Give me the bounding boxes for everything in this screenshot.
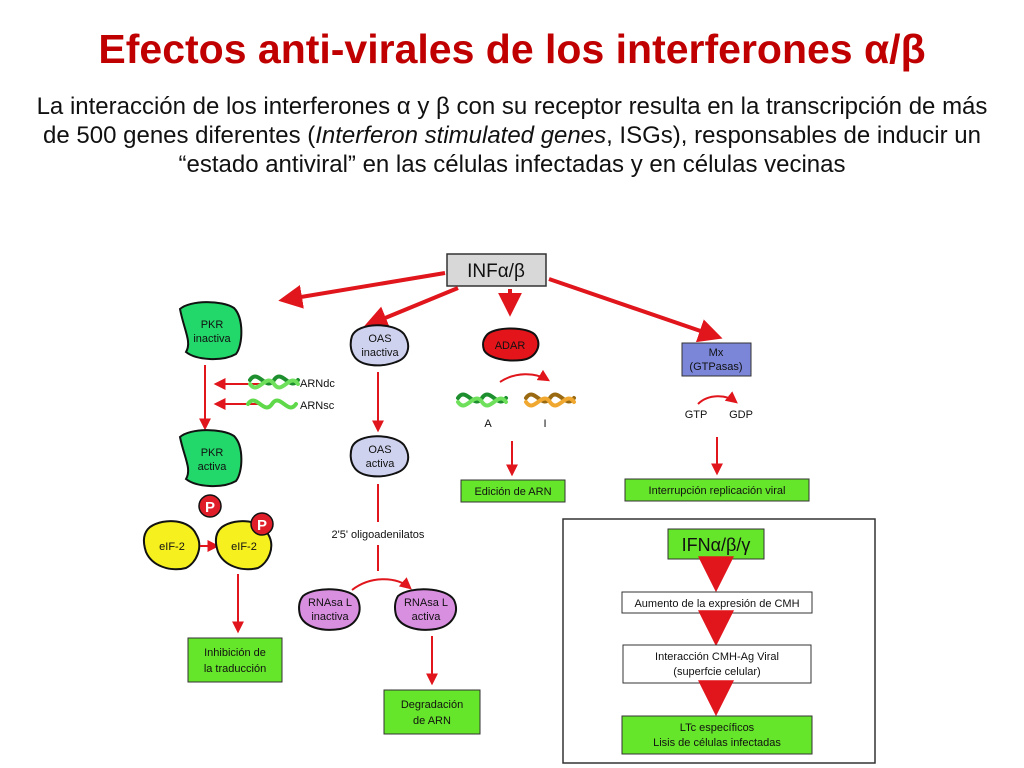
inhibicion-line2: la traducción [204, 663, 266, 675]
phospho-1-label: P [205, 499, 215, 516]
rnasa-active-line2: activa [412, 611, 442, 623]
degradacion-line1: Degradación [401, 699, 463, 711]
phospho-2-label: P [257, 517, 267, 534]
arndc-label: ARNdc [300, 378, 335, 390]
degradacion-box: Degradación de ARN [383, 689, 481, 735]
ltc-line2: Lisis de células infectadas [653, 737, 781, 749]
eif2-left-label: eIF-2 [159, 541, 185, 553]
ifn-panel: IFNα/β/γ Aumento de la expresión de CMH … [562, 518, 876, 764]
interaccion-line1: Interacción CMH-Ag Viral [655, 651, 779, 663]
aumento-label: Aumento de la expresión de CMH [634, 598, 799, 610]
subtitle-text-1: La interacción de los interferones α y β… [36, 93, 988, 149]
eif2-right-label: eIF-2 [231, 541, 257, 553]
oas-inactive-line2: inactiva [361, 347, 399, 359]
inhibicion-line1: Inhibición de [204, 647, 266, 659]
arrow-rnasa-activation [351, 577, 412, 591]
pkr-active-line2: activa [198, 461, 228, 473]
pkr-inactive-node: PKR inactiva [178, 301, 243, 360]
mx-line1: Mx [709, 347, 724, 359]
inf-top-node: INFα/β [446, 253, 547, 287]
oas-inactive-node: OAS inactiva [349, 324, 410, 367]
arndc-helix-icon [248, 374, 300, 390]
interrupcion-label: Interrupción replicación viral [649, 485, 786, 497]
ifn-header-label: IFNα/β/γ [682, 535, 751, 555]
rna-a-helix-icon [456, 392, 508, 408]
edicion-box: Edición de ARN [460, 479, 566, 503]
ltc-box [621, 715, 813, 755]
oas-active-line2: activa [366, 458, 396, 470]
rnasa-inactive-line2: inactiva [311, 611, 349, 623]
rnasa-active-node: RNAsa L activa [393, 588, 457, 631]
slide-title: Efectos anti-virales de los interferones… [98, 26, 926, 72]
edicion-label: Edición de ARN [474, 486, 551, 498]
gdp-label: GDP [729, 409, 753, 421]
degradacion-line2: de ARN [413, 715, 451, 727]
ifn-header-box [667, 528, 765, 560]
oas-active-line1: OAS [368, 444, 391, 456]
top-arrows [278, 271, 723, 343]
pkr-inactive-line2: inactiva [193, 333, 231, 345]
oas-inactive-line1: OAS [368, 333, 391, 345]
interrupcion-box: Interrupción replicación viral [624, 478, 810, 502]
inf-top-label: INFα/β [467, 261, 525, 282]
rna-i-helix-icon [524, 392, 576, 408]
phospho-1-icon: P [198, 494, 222, 518]
pkr-active-node: PKR activa [178, 429, 243, 487]
interaccion-line2: (superfcie celular) [673, 666, 760, 678]
arrow-to-oas [363, 286, 459, 329]
adar-label: ADAR [495, 340, 526, 352]
arrow-to-mx [548, 277, 723, 343]
pkr-inactive-line1: PKR [201, 319, 224, 331]
label-a: A [484, 418, 492, 430]
oas-active-node: OAS activa [349, 435, 410, 478]
phospho-2-icon: P [250, 512, 274, 536]
gtp-label: GTP [685, 409, 708, 421]
label-i: I [543, 418, 546, 430]
subtitle-text-2: , ISGs), responsables de inducir un “est… [178, 122, 981, 178]
arnsc-wave-icon [246, 398, 298, 410]
mx-line2: (GTPasas) [689, 361, 742, 373]
slide-subtitle: La interacción de los interferones α y β… [30, 92, 994, 179]
ltc-line1: LTc específicos [680, 722, 755, 734]
mx-node: Mx (GTPasas) [681, 342, 752, 377]
oligo-label: 2'5' oligoadenilatos [332, 529, 425, 541]
adar-node: ADAR [481, 327, 540, 362]
arrow-adar-edit [499, 369, 551, 383]
rnasa-inactive-line1: RNAsa L [308, 597, 352, 609]
eif2-left-node: eIF-2 [142, 520, 201, 571]
inhibicion-box: Inhibición de la traducción [187, 637, 283, 683]
arnsc-label: ARNsc [300, 400, 335, 412]
rnasa-active-line1: RNAsa L [404, 597, 448, 609]
subtitle-italic: Interferon stimulated genes [315, 122, 607, 149]
arrow-gtp-gdp [697, 391, 738, 405]
rnasa-inactive-node: RNAsa L inactiva [298, 588, 361, 631]
arrow-to-pkr [278, 271, 446, 309]
pkr-active-line1: PKR [201, 447, 224, 459]
